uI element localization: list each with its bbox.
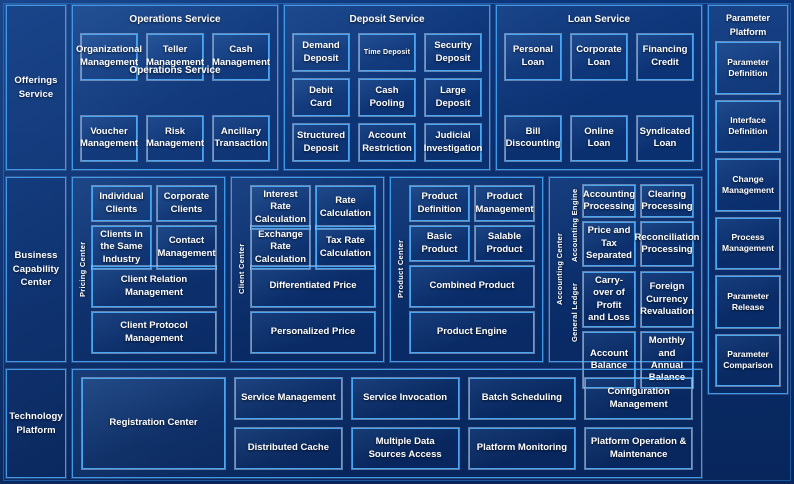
section-vertical-label-general-ledger: General Ledger — [570, 282, 579, 343]
capability-cell[interactable]: Cash Management — [212, 34, 270, 80]
capability-cell[interactable]: Salable Product — [475, 226, 534, 261]
capability-cell[interactable]: Client Protocol Management — [92, 312, 216, 353]
capability-cell[interactable]: Multiple Data Sources Access — [351, 428, 459, 469]
capability-cell[interactable]: Corporate Clients — [157, 186, 216, 221]
parameter-item[interactable]: Parameter Release — [716, 276, 780, 328]
capability-cell[interactable]: Bill Discounting — [505, 115, 561, 161]
capability-cell[interactable]: Price and Tax Separated — [583, 221, 635, 266]
capability-cell[interactable]: Corporate Loan — [571, 34, 627, 80]
capability-cell[interactable]: Syndicated Loan — [637, 115, 693, 161]
service-panel-loan[interactable]: Loan Service Personal Loan Corporate Loa… — [496, 5, 702, 170]
capability-cell[interactable]: Large Deposit — [425, 79, 481, 116]
capability-cell[interactable]: Configuration Management — [585, 378, 692, 419]
service-panel-operations[interactable]: Operations Service Operations Service Or… — [72, 5, 278, 170]
capability-cell[interactable]: Ancillary Transaction — [213, 115, 269, 161]
capability-cell[interactable]: Interest Rate Calculation — [251, 186, 310, 230]
parameter-item[interactable]: Change Management — [716, 159, 780, 211]
capability-cell[interactable]: Judicial Investigation — [424, 124, 482, 161]
capability-cell[interactable]: Voucher Management — [80, 115, 138, 161]
capability-cell[interactable]: Account Restriction — [359, 124, 415, 161]
capability-cell-registration-center[interactable]: Registration Center — [82, 378, 225, 469]
capability-cell[interactable]: Differentiated Price — [251, 266, 375, 307]
capability-cell[interactable]: Personal Loan — [505, 34, 561, 80]
capability-cell[interactable]: Organizational Management — [76, 34, 142, 80]
capability-cell[interactable]: Exchange Rate Calculation — [251, 226, 310, 270]
capability-cell[interactable]: Time Deposit — [359, 34, 415, 71]
parameter-item[interactable]: Process Management — [716, 217, 780, 269]
center-panel-accounting[interactable]: Accounting Center Accounting Engine Acco… — [549, 177, 702, 388]
capability-cell[interactable]: Individual Clients — [92, 186, 151, 221]
capability-cell[interactable]: Clients in the Same Industry — [92, 226, 151, 270]
capability-cell[interactable]: Batch Scheduling — [468, 378, 576, 419]
capability-cell[interactable]: Contact Management — [157, 226, 216, 270]
service-title-loan: Loan Service — [567, 14, 631, 25]
capability-cell[interactable]: Product Definition — [410, 186, 469, 221]
center-vertical-label-client: Client Center — [237, 243, 246, 295]
capability-cell[interactable]: Rate Calculation — [316, 186, 375, 230]
capability-cell[interactable]: Platform Monitoring — [468, 428, 576, 469]
capability-cell[interactable]: Online Loan — [571, 115, 627, 161]
parameter-platform-title: Parameter Platform — [725, 13, 771, 37]
capability-cell[interactable]: Distributed Cache — [235, 428, 342, 469]
capability-cell[interactable]: Basic Product — [410, 226, 469, 261]
row-offerings-service: Offerings Service Operations Service Ope… — [6, 5, 702, 170]
capability-cell[interactable]: Risk Management — [146, 115, 204, 161]
center-vertical-label-product: Product Center — [396, 239, 405, 299]
capability-cell[interactable]: Tax Rate Calculation — [316, 226, 375, 270]
capability-cell[interactable]: Financing Credit — [637, 34, 693, 80]
capability-cell[interactable]: Demand Deposit — [293, 34, 349, 71]
center-panel-pricing[interactable]: Pricing Center Individual Clients Corpor… — [72, 177, 225, 362]
capability-cell[interactable]: Product Management — [475, 186, 534, 221]
parameter-platform-panel[interactable]: Parameter Platform Parameter Definition … — [708, 5, 788, 394]
service-panel-deposit[interactable]: Deposit Service Demand Deposit Time Depo… — [284, 5, 490, 170]
technology-platform-panel[interactable]: Registration Center Service Management S… — [72, 369, 702, 478]
capability-cell[interactable]: Foreign Currency Revaluation — [640, 272, 694, 328]
capability-cell[interactable]: Security Deposit — [425, 34, 481, 71]
row-label-business-capability-center: Business Capability Center — [6, 177, 66, 362]
capability-cell[interactable]: Clearing Processing — [641, 185, 693, 217]
capability-cell[interactable]: Product Engine — [410, 312, 534, 353]
capability-cell[interactable]: Structured Deposit — [293, 124, 349, 161]
capability-cell[interactable]: Personalized Price — [251, 312, 375, 353]
parameter-item[interactable]: Interface Definition — [716, 100, 780, 152]
capability-cell[interactable]: Client Relation Management — [92, 266, 216, 307]
row-technology-platform: Technology Platform Registration Center … — [6, 369, 702, 478]
row-business-capability-center: Business Capability Center Pricing Cente… — [6, 177, 702, 388]
row-label-offerings-service: Offerings Service — [6, 5, 66, 170]
capability-cell[interactable]: Service Invocation — [351, 378, 459, 419]
capability-cell[interactable]: Reconciliation Processing — [635, 221, 699, 266]
row-label-technology-platform: Technology Platform — [6, 369, 66, 478]
capability-cell[interactable]: Carry-over of Profit and Loss — [583, 272, 635, 328]
section-vertical-label-accounting-engine: Accounting Engine — [570, 188, 579, 263]
service-title-operations: Operations Service — [129, 14, 221, 25]
center-vertical-label-accounting: Accounting Center — [555, 232, 564, 306]
center-vertical-label-pricing: Pricing Center — [78, 241, 87, 297]
capability-cell[interactable]: Teller Management — [146, 34, 204, 80]
capability-cell[interactable]: Debit Card — [293, 79, 349, 116]
capability-cell[interactable]: Service Management — [235, 378, 342, 419]
capability-cell[interactable]: Cash Pooling — [359, 79, 415, 116]
capability-cell[interactable]: Combined Product — [410, 266, 534, 307]
service-title-deposit: Deposit Service — [349, 14, 425, 25]
capability-cell[interactable]: Platform Operation & Maintenance — [585, 428, 692, 469]
center-panel-product[interactable]: Product Center Product Definition Produc… — [390, 177, 543, 362]
parameter-item[interactable]: Parameter Comparison — [716, 334, 780, 386]
capability-cell[interactable]: Accounting Processing — [583, 185, 635, 217]
center-panel-client[interactable]: Client Center Interest Rate Calculation … — [231, 177, 384, 362]
parameter-item[interactable]: Parameter Definition — [716, 42, 780, 94]
